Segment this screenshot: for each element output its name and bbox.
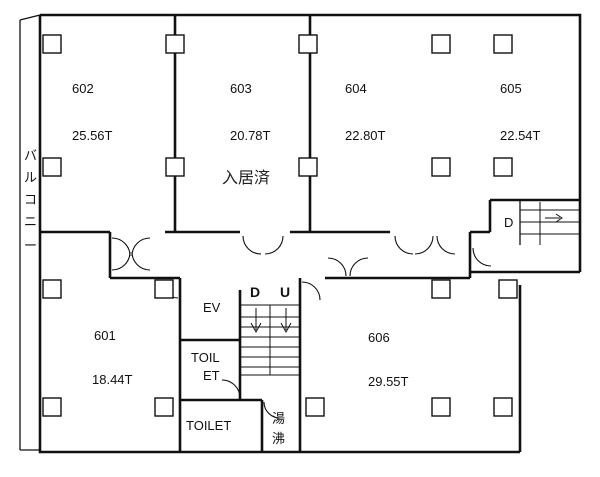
- column: [431, 397, 451, 417]
- unit-area: 20.78T: [230, 128, 271, 143]
- column: [42, 397, 62, 417]
- stair-down-label: D: [250, 284, 260, 300]
- balcony-label: バ ル コ ニ ー: [24, 149, 37, 254]
- toilet-label-line2: ET: [203, 368, 220, 383]
- column: [431, 279, 451, 299]
- column: [431, 34, 451, 54]
- unit-area: 25.56T: [72, 128, 113, 143]
- columns: [42, 34, 518, 417]
- column: [493, 397, 513, 417]
- column: [298, 34, 318, 54]
- unit-601: 601 18.44T: [92, 328, 133, 387]
- side-stair: [520, 202, 580, 245]
- column: [305, 397, 325, 417]
- unit-604: 604 22.80T: [345, 81, 386, 143]
- unit-number: 603: [230, 81, 252, 96]
- balcony-char: ニ: [24, 215, 37, 230]
- stair-up-label: U: [280, 284, 290, 300]
- column: [42, 279, 62, 299]
- unit-606: 606 29.55T: [368, 330, 409, 389]
- unit-605: 605 22.54T: [500, 81, 541, 143]
- toilet-label: TOILET: [186, 418, 231, 433]
- column: [493, 157, 513, 177]
- column: [154, 279, 174, 299]
- column: [42, 34, 62, 54]
- column: [165, 34, 185, 54]
- balcony-char: バ: [24, 149, 37, 164]
- partitions: [40, 15, 580, 452]
- unit-area: 22.54T: [500, 128, 541, 143]
- column: [298, 157, 318, 177]
- column: [42, 157, 62, 177]
- unit-number: 604: [345, 81, 367, 96]
- balcony-char: コ: [24, 193, 37, 208]
- side-stair-down-label: D: [504, 215, 513, 230]
- balcony-char: ー: [24, 239, 37, 254]
- unit-area: 22.80T: [345, 128, 386, 143]
- toilet-label-line1: TOIL: [191, 350, 220, 365]
- unit-number: 605: [500, 81, 522, 96]
- occupied-note: 入居済: [222, 168, 270, 187]
- unit-603: 603 20.78T: [230, 81, 271, 143]
- kitchenette-label-1: 湯: [272, 412, 285, 427]
- unit-area: 29.55T: [368, 374, 409, 389]
- column: [165, 157, 185, 177]
- outer-walls: [19, 13, 582, 454]
- main-stair: [239, 304, 301, 376]
- unit-number: 606: [368, 330, 390, 345]
- column: [431, 157, 451, 177]
- elevator-label: EV: [203, 300, 221, 315]
- column: [493, 34, 513, 54]
- column: [154, 397, 174, 417]
- unit-area: 18.44T: [92, 372, 133, 387]
- kitchenette-label-2: 沸: [272, 432, 285, 447]
- balcony-char: ル: [24, 171, 37, 186]
- doors: [111, 235, 492, 419]
- column: [498, 279, 518, 299]
- unit-number: 601: [94, 328, 116, 343]
- unit-number: 602: [72, 81, 94, 96]
- unit-602: 602 25.56T: [72, 81, 113, 143]
